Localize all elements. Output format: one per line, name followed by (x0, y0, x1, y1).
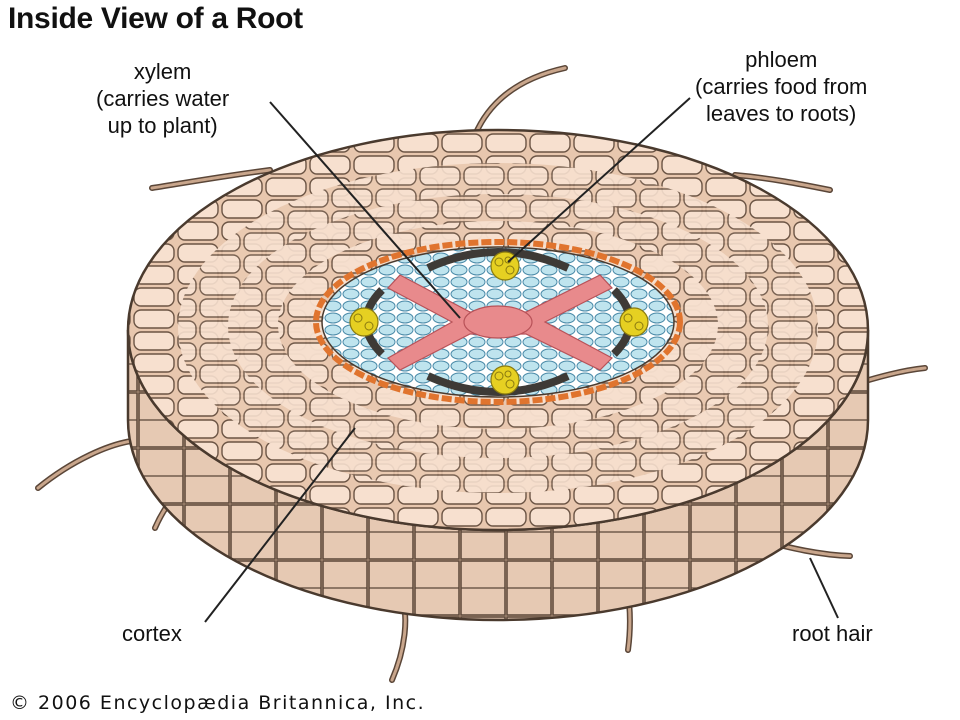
xylem-label-line-3: up to plant) (107, 113, 218, 138)
xylem-leader (269, 101, 461, 319)
phloem-label-line-3: leaves to roots) (705, 101, 857, 126)
diagram-title: Inside View of a Root (8, 2, 303, 35)
phloem-label-line-2: (carries food from (695, 74, 868, 99)
cortex-leader (204, 427, 356, 623)
phloem-leader (507, 97, 691, 263)
xylem-label-line-2: (carries water (96, 86, 230, 111)
phloem-label-line-1: phloem (745, 47, 818, 72)
xylem-label: xylem (carries water up to plant) (96, 58, 229, 139)
copyright-credit: © 2006 Encyclopædia Britannica, Inc. (10, 692, 426, 714)
leader-lines (204, 97, 839, 623)
xylem-label-line-1: xylem (133, 59, 192, 84)
root-hair-label: root hair (792, 621, 873, 646)
cortex-label: cortex (122, 621, 182, 646)
phloem-label: phloem (carries food from leaves to root… (695, 46, 867, 127)
endodermis-ring (313, 239, 683, 405)
root-hair-leader (809, 557, 839, 619)
